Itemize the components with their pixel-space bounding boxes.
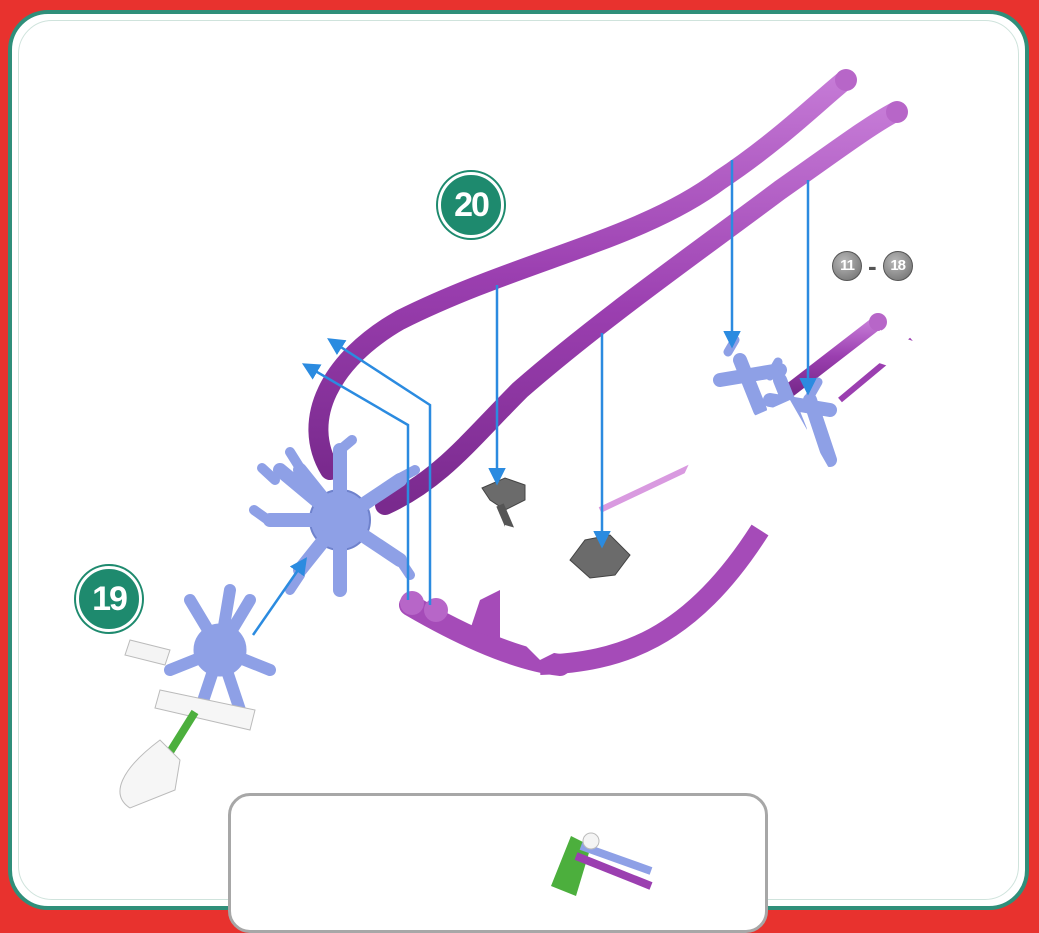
reference-step-to: 18 bbox=[883, 251, 913, 281]
step-number-20: 20 bbox=[438, 172, 504, 238]
snowflake-connector-19 bbox=[170, 590, 270, 710]
reference-step-from: 11 bbox=[832, 251, 862, 281]
right-break-mask bbox=[870, 330, 940, 380]
step-number-19: 19 bbox=[76, 566, 142, 632]
clip-bottom-mask bbox=[505, 525, 560, 600]
reference-step-range: 11 - 18 bbox=[832, 251, 913, 281]
detail-inset-box bbox=[228, 793, 768, 933]
snowflake-connector-main bbox=[254, 440, 415, 590]
inset-illustration bbox=[231, 796, 768, 933]
assembly-illustration bbox=[0, 0, 1039, 893]
reference-separator: - bbox=[868, 252, 877, 280]
grey-clip-2 bbox=[570, 535, 630, 578]
